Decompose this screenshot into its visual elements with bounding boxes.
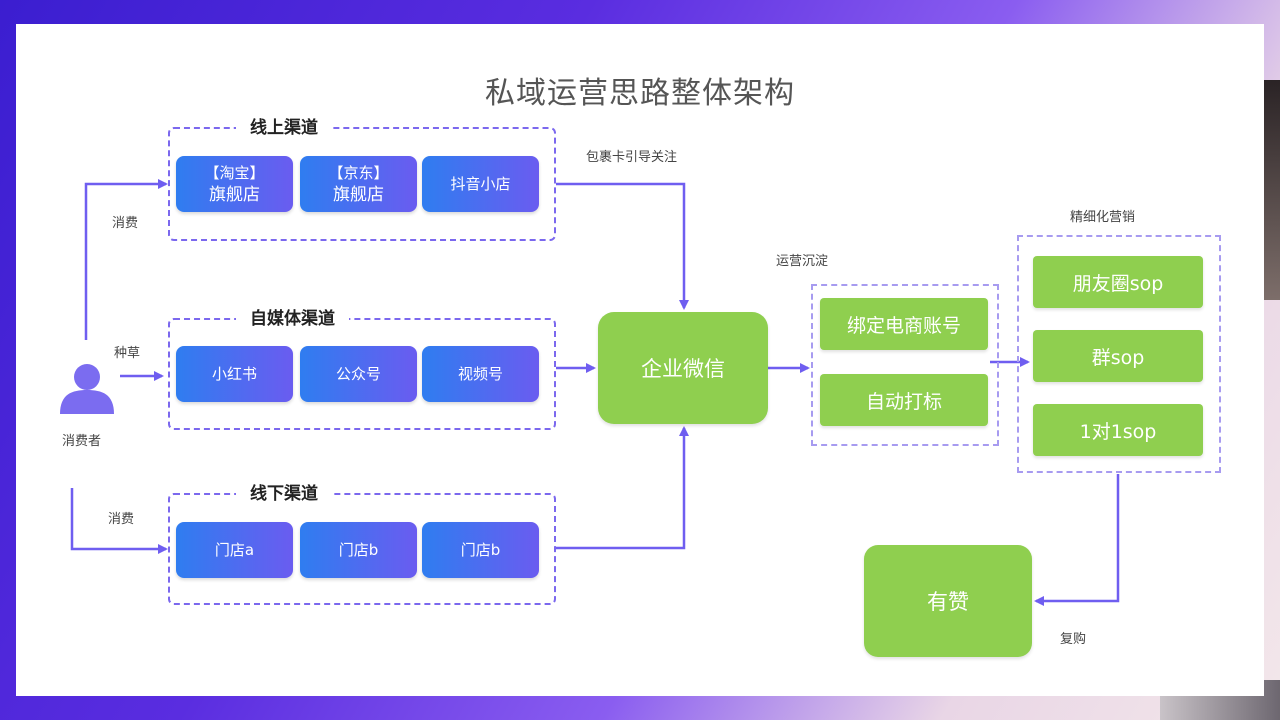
user-icon <box>60 364 114 414</box>
media-channel-group: 自媒体渠道 <box>168 307 556 430</box>
edge-label-fine: 精细化营销 <box>1070 210 1136 225</box>
edge-label-online: 消费 <box>112 216 139 231</box>
channel-store-b-2[interactable]: 门店b <box>422 522 539 578</box>
edge-label-package: 包裹卡引导关注 <box>586 150 678 165</box>
edge-consumer-online <box>84 179 168 340</box>
edge-consumer-offline <box>70 488 168 554</box>
online-channel-group: 线上渠道 <box>168 116 556 241</box>
channel-xiaohongshu[interactable]: 小红书 <box>176 346 293 402</box>
edge-label-ops: 运营沉淀 <box>776 254 829 269</box>
edge-online-wechat <box>556 182 689 310</box>
marketing-one-to-one-sop[interactable]: 1对1sop <box>1033 404 1203 456</box>
marketing-group-sop[interactable]: 群sop <box>1033 330 1203 382</box>
enterprise-wechat-node[interactable]: 企业微信 <box>598 312 768 424</box>
ops-auto-tag[interactable]: 自动打标 <box>820 374 988 426</box>
media-channel-label: 自媒体渠道 <box>236 307 349 331</box>
channel-video-account[interactable]: 视频号 <box>422 346 539 402</box>
marketing-moments-sop[interactable]: 朋友圈sop <box>1033 256 1203 308</box>
channel-taobao-line2: 旗舰店 <box>209 185 260 205</box>
edge-label-media: 种草 <box>114 346 141 361</box>
channel-taobao[interactable]: 【淘宝】 旗舰店 <box>176 156 293 212</box>
edge-label-repurchase: 复购 <box>1060 632 1087 647</box>
consumer-label: 消费者 <box>62 434 102 449</box>
channel-official-account[interactable]: 公众号 <box>300 346 417 402</box>
channel-store-a[interactable]: 门店a <box>176 522 293 578</box>
channel-douyin-label: 抖音小店 <box>450 175 511 193</box>
edge-marketing-youzan <box>1034 474 1120 606</box>
page-title: 私域运营思路整体架构 <box>485 76 795 111</box>
channel-douyin[interactable]: 抖音小店 <box>422 156 539 212</box>
marketing-group <box>1017 235 1221 473</box>
ops-group <box>811 284 999 446</box>
channel-jd[interactable]: 【京东】 旗舰店 <box>300 156 417 212</box>
online-channel-label: 线上渠道 <box>236 116 332 140</box>
channel-store-b[interactable]: 门店b <box>300 522 417 578</box>
edge-offline-wechat <box>556 426 689 550</box>
ops-bind-account[interactable]: 绑定电商账号 <box>820 298 988 350</box>
channel-jd-line2: 旗舰店 <box>333 185 384 205</box>
offline-channel-group: 线下渠道 <box>168 482 556 605</box>
channel-taobao-line1: 【淘宝】 <box>204 164 265 182</box>
edge-label-offline: 消费 <box>108 512 135 527</box>
offline-channel-label: 线下渠道 <box>236 482 332 506</box>
decor-right-strip <box>1260 80 1280 300</box>
channel-jd-line1: 【京东】 <box>328 164 389 182</box>
youzan-node[interactable]: 有赞 <box>864 545 1032 657</box>
